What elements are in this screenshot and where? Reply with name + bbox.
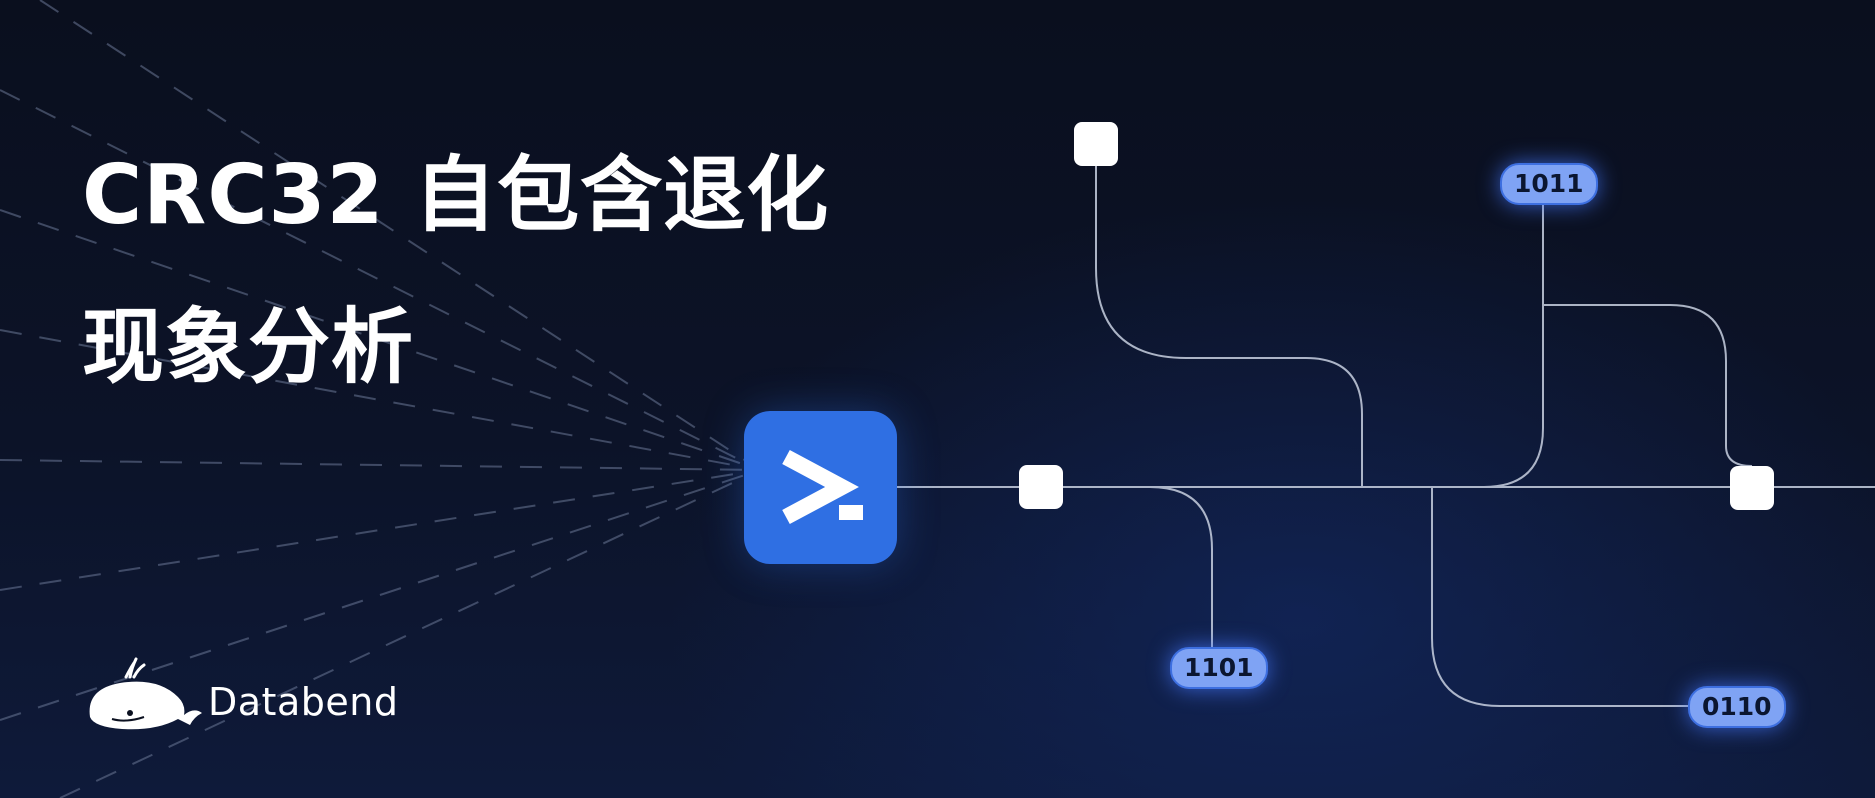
terminal-tile (744, 411, 897, 564)
title-line-2: 现象分析 (82, 300, 415, 395)
node-top-left (1074, 122, 1118, 166)
badge-1101: 1101 (1170, 647, 1268, 689)
page-title: CRC32 自包含退化 现象分析 (82, 120, 982, 424)
brand-logo: Databend (86, 655, 398, 735)
whale-logo-icon (89, 657, 202, 730)
badge-1011: 1011 (1500, 163, 1598, 205)
badge-0110: 0110 (1688, 686, 1786, 728)
terminal-prompt-icon (782, 449, 863, 525)
circuit-lines (897, 144, 1875, 707)
brand-name: Databend (208, 680, 399, 724)
node-middle (1019, 465, 1063, 509)
node-right (1730, 466, 1774, 510)
title-line-1: CRC32 自包含退化 (82, 148, 830, 243)
